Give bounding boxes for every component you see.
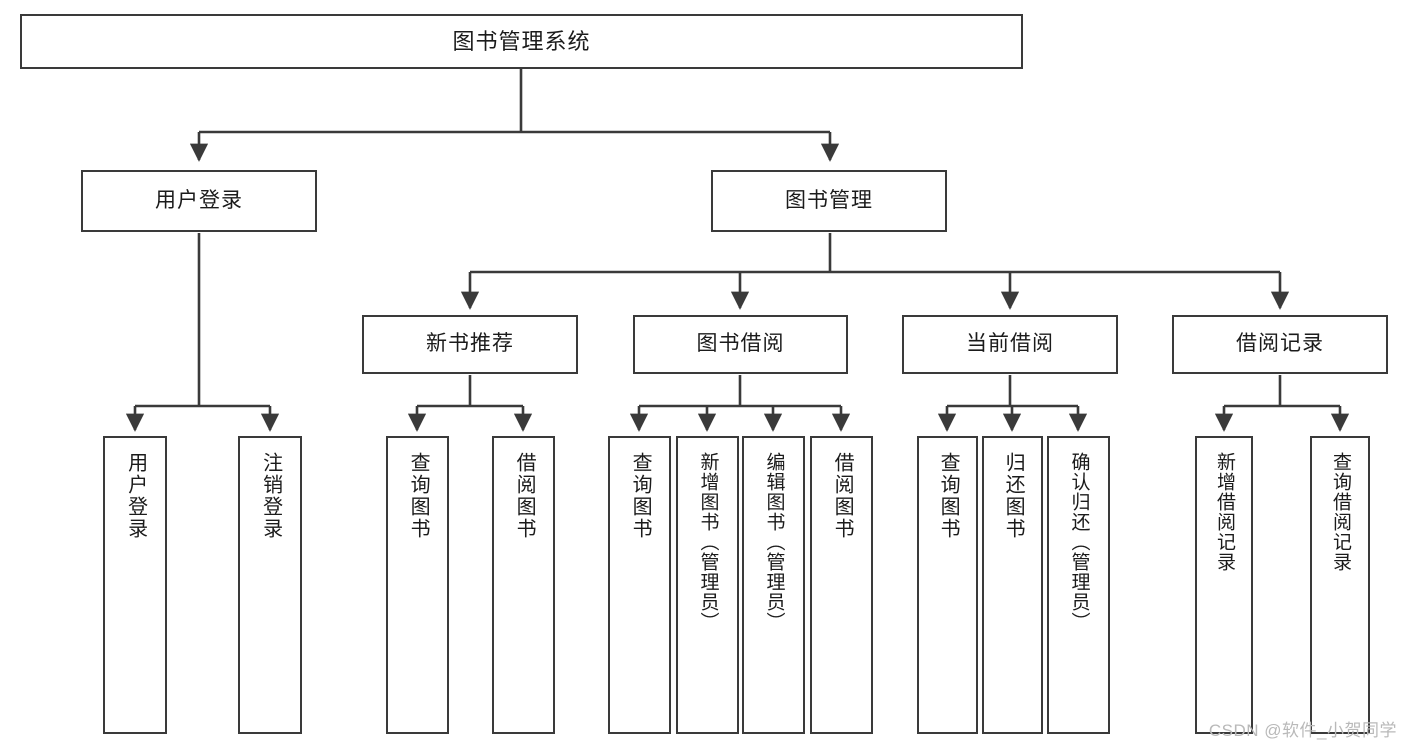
- node-label: 查询借阅记录: [1330, 452, 1352, 572]
- node-label: 查询图书: [407, 452, 430, 540]
- node-leaf-query-book-recommend[interactable]: 查询图书: [386, 436, 449, 734]
- node-leaf-borrow-book-recommend[interactable]: 借阅图书: [492, 436, 555, 734]
- node-new-book-recommend[interactable]: 新书推荐: [362, 315, 578, 374]
- node-label: 新增图书（管理员）: [697, 452, 719, 632]
- node-label: 当前借阅: [966, 332, 1054, 356]
- node-leaf-add-book-admin[interactable]: 新增图书（管理员）: [676, 436, 739, 734]
- node-borrow-record[interactable]: 借阅记录: [1172, 315, 1388, 374]
- node-root-book-management-system[interactable]: 图书管理系统: [20, 14, 1023, 69]
- node-label: 借阅图书: [831, 452, 854, 540]
- node-label: 注销登录: [259, 452, 282, 540]
- node-current-borrow[interactable]: 当前借阅: [902, 315, 1118, 374]
- node-label: 图书管理: [785, 188, 873, 212]
- node-leaf-query-borrow-record[interactable]: 查询借阅记录: [1310, 436, 1370, 734]
- node-leaf-edit-book-admin[interactable]: 编辑图书（管理员）: [742, 436, 805, 734]
- node-leaf-borrow-book[interactable]: 借阅图书: [810, 436, 873, 734]
- node-leaf-logout[interactable]: 注销登录: [238, 436, 302, 734]
- node-leaf-return-book[interactable]: 归还图书: [982, 436, 1043, 734]
- node-label: 借阅图书: [513, 452, 536, 540]
- node-user-login[interactable]: 用户登录: [81, 170, 317, 232]
- csdn-watermark: CSDN @软件_小贺同学: [1208, 721, 1397, 740]
- node-leaf-query-book-borrow[interactable]: 查询图书: [608, 436, 671, 734]
- node-label: 用户登录: [124, 452, 147, 540]
- node-book-borrow[interactable]: 图书借阅: [633, 315, 848, 374]
- node-label: 图书借阅: [696, 332, 785, 356]
- node-label: 新增借阅记录: [1214, 452, 1236, 572]
- node-label: 新书推荐: [426, 332, 514, 356]
- node-label: 归还图书: [1002, 452, 1025, 540]
- node-label: 确认归还（管理员）: [1068, 452, 1090, 632]
- node-label: 借阅记录: [1236, 332, 1324, 356]
- node-leaf-user-login[interactable]: 用户登录: [103, 436, 167, 734]
- node-label: 用户登录: [155, 188, 243, 212]
- node-book-management[interactable]: 图书管理: [711, 170, 947, 232]
- node-label: 图书管理系统: [452, 28, 591, 54]
- node-leaf-confirm-return-admin[interactable]: 确认归还（管理员）: [1047, 436, 1110, 734]
- node-label: 编辑图书（管理员）: [763, 452, 785, 632]
- node-label: 查询图书: [629, 452, 652, 540]
- node-leaf-query-book-current[interactable]: 查询图书: [917, 436, 978, 734]
- node-label: 查询图书: [937, 452, 960, 540]
- node-leaf-add-borrow-record[interactable]: 新增借阅记录: [1195, 436, 1253, 734]
